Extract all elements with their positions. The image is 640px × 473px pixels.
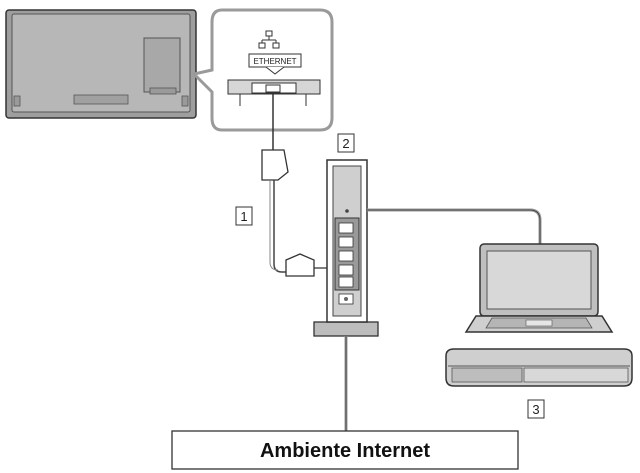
devices-number-badge: 3	[527, 399, 545, 419]
recorder-device	[445, 348, 633, 387]
internet-environment-label: Ambiente Internet	[260, 440, 430, 462]
network-icon	[258, 30, 280, 49]
internet-environment-box: Ambiente Internet	[171, 430, 519, 470]
laptop	[464, 243, 614, 333]
router-number-badge: 2	[337, 133, 355, 153]
tv-rear-panel	[5, 9, 197, 119]
laptop-screen	[486, 250, 592, 310]
cable-number-badge: 1	[235, 206, 253, 226]
lan-cable	[261, 92, 334, 277]
devices-number: 3	[532, 402, 539, 417]
ethernet-port-callout: ETHERNET	[191, 8, 334, 132]
router-lan-port	[338, 222, 354, 234]
cable-number: 1	[240, 209, 247, 224]
cable-plug-lower	[285, 253, 315, 277]
router-lan-port	[338, 264, 354, 276]
router	[313, 159, 379, 337]
ethernet-port-label: ETHERNET	[253, 57, 296, 66]
router-lan-port	[338, 236, 354, 248]
router-stand	[313, 321, 379, 337]
router-laptop-cable	[367, 208, 542, 244]
router-wan-port	[338, 276, 354, 288]
cable-plug-upper	[261, 149, 289, 181]
router-number: 2	[342, 136, 349, 151]
router-lan-port	[338, 250, 354, 262]
